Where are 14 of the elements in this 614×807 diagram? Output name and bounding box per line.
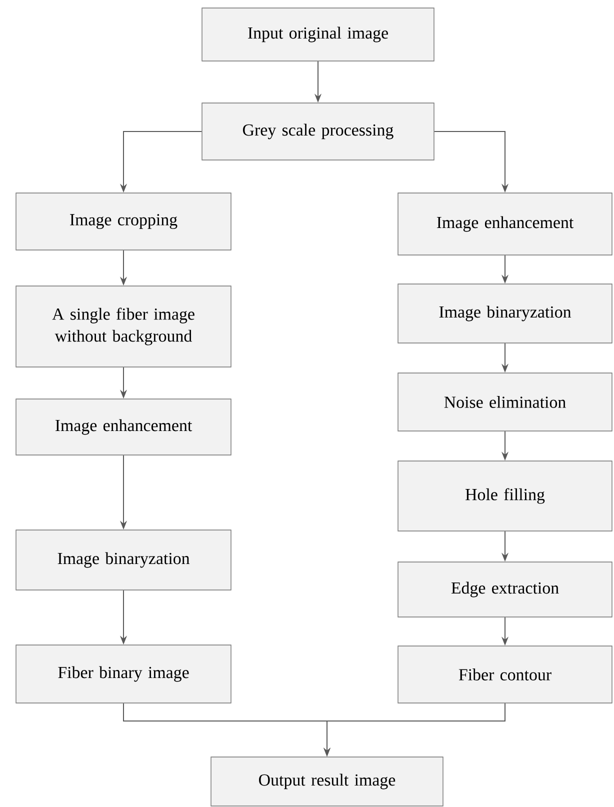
process-box: Input original image: [202, 8, 434, 62]
process-box: Image binaryzation: [16, 530, 232, 590]
process-box: Image cropping: [16, 192, 232, 250]
process-box: Fiber contour: [398, 646, 612, 704]
process-box: Output result image: [210, 756, 444, 806]
process-box: A single fiber image without background: [16, 286, 232, 368]
process-box: Hole filling: [398, 460, 612, 532]
process-box: Noise elimination: [398, 372, 612, 432]
process-box: Image enhancement: [398, 192, 612, 256]
process-box: Image binaryzation: [398, 284, 612, 344]
process-box: Grey scale processing: [202, 102, 434, 160]
process-box: Fiber binary image: [16, 644, 232, 704]
process-box: Image enhancement: [16, 398, 232, 456]
process-box: Edge extraction: [398, 562, 612, 618]
